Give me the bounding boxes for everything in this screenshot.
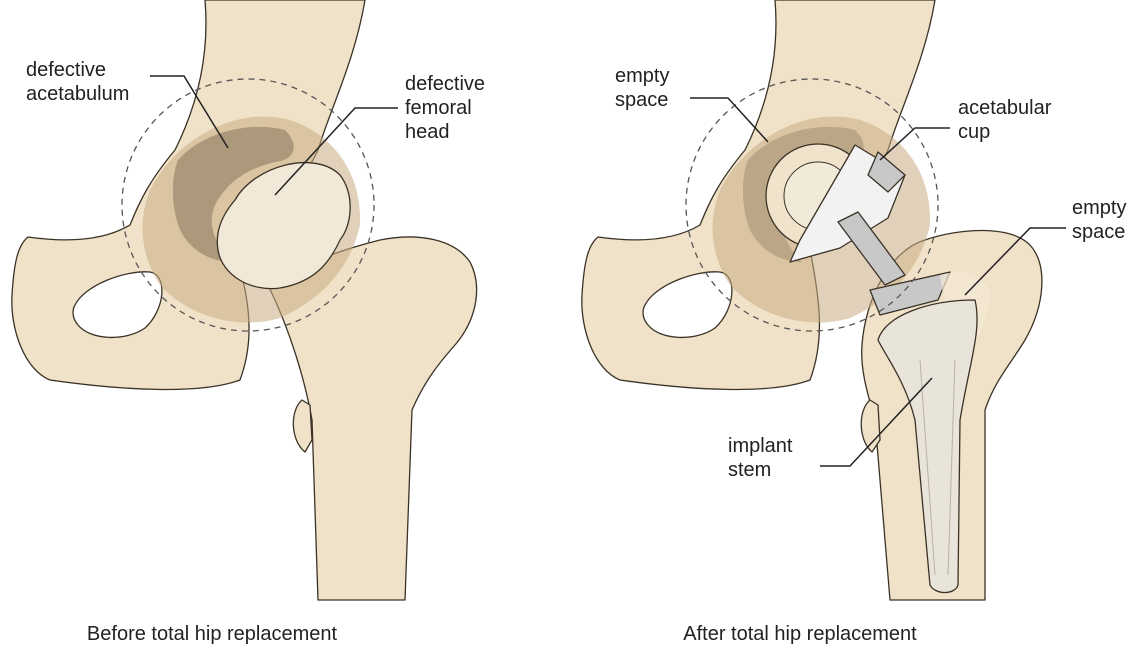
after-label-implant-stem-line1: implant [728,435,793,457]
before-label-femoral-line1: defective [405,73,485,95]
after-label-empty-space-pelvis-line2: space [615,89,668,111]
before-caption: Before total hip replacement [87,623,338,645]
after-label-empty-space-femur-line2: space [1072,221,1125,243]
after-caption: After total hip replacement [683,623,917,645]
before-label-acetabulum-line1: defective [26,59,106,81]
after-label-implant-stem-line2: stem [728,459,771,481]
before-panel: defective acetabulum defective femoral h… [12,0,485,645]
after-label-acetabular-cup-line2: cup [958,121,990,143]
before-label-femoral-line2: femoral [405,97,472,119]
before-label-femoral-line3: head [405,121,450,143]
after-label-empty-space-femur-line1: empty [1072,197,1126,219]
before-lesser-trochanter [293,400,312,452]
after-label-acetabular-cup-line1: acetabular [958,97,1052,119]
after-panel: empty space acetabular cup empty space i… [582,0,1127,645]
after-label-empty-space-pelvis-line1: empty [615,65,669,87]
before-label-acetabulum-line2: acetabulum [26,83,129,105]
